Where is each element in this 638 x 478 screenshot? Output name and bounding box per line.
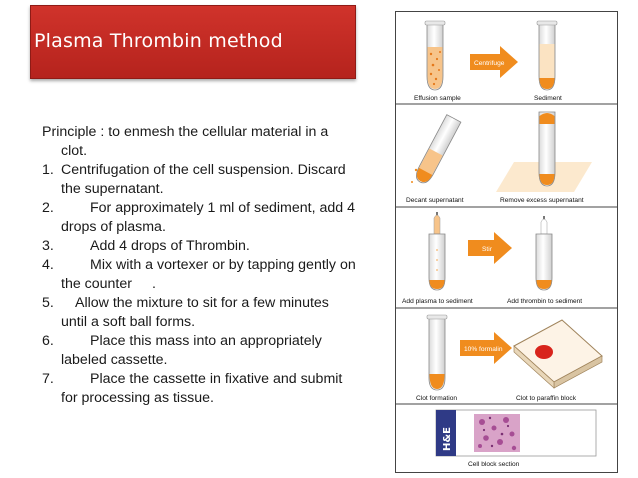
effusion-tube	[424, 20, 446, 91]
step-text: Place this mass into an appropriately	[90, 333, 322, 349]
paraffin-cassette	[513, 319, 603, 389]
step-number: 2.	[42, 200, 54, 216]
sediment-label: Sediment	[534, 95, 562, 102]
stir-arrow	[468, 232, 512, 264]
step-number: 5.	[42, 295, 54, 311]
step-5: 5. Allow the mixture to sit for a few min…	[42, 294, 372, 313]
title-banner	[30, 5, 356, 79]
stir-label: Stir	[482, 246, 493, 253]
clot-tube	[426, 314, 448, 391]
add-plasma-label: Add plasma to sediment	[402, 298, 473, 305]
remove-supernatant-scene	[496, 111, 592, 192]
procedure-text: Principle : to enmesh the cellular mater…	[42, 123, 372, 408]
step-number: 1.	[42, 162, 54, 178]
step-text: Allow the mixture to sit for a few minut…	[75, 295, 329, 311]
formalin-label: 10% formalin	[464, 346, 503, 353]
step-3: 3. Add 4 drops of Thrombin.	[42, 237, 372, 256]
centrifuge-label: Centrifuge	[474, 60, 505, 67]
step-text-tail: .	[152, 276, 156, 292]
step-1-cont: the supernatant.	[61, 181, 164, 197]
step-5-cont: until a soft ball forms.	[61, 314, 196, 330]
step-4: 4. Mix with a vortexer or by tapping gent…	[42, 256, 372, 275]
step-number: 7.	[42, 371, 54, 387]
he-label: H&E	[442, 427, 453, 451]
step-4-cont: the counter.	[42, 275, 372, 294]
effusion-sample-label: Effusion sample	[414, 95, 461, 102]
step-number: 4.	[42, 257, 54, 273]
plasma-tube	[428, 212, 446, 291]
decant-tube	[411, 114, 462, 184]
cell-block-diagram: Effusion sample Centrifuge Sediment Deca…	[396, 20, 617, 468]
panel-grid	[396, 103, 617, 405]
step-number: 6.	[42, 333, 54, 349]
decant-supernatant-label: Decant supernatant	[406, 197, 464, 204]
step-7: 7. Place the cassette in fixative and sub…	[42, 370, 372, 389]
clot-formation-label: Clot formation	[416, 395, 457, 402]
cell-block-figure: Effusion sample Centrifuge Sediment Deca…	[395, 11, 618, 473]
step-2-cont: drops of plasma.	[61, 219, 166, 235]
step-1: 1. Centrifugation of the cell suspension.…	[42, 161, 372, 180]
centrifuge-arrow	[470, 46, 518, 78]
step-text: Mix with a vortexer or by tapping gently…	[90, 257, 356, 273]
principle-line: Principle : to enmesh the cellular mater…	[42, 124, 329, 140]
formalin-arrow	[460, 332, 512, 364]
step-number: 3.	[42, 238, 54, 254]
thrombin-tube	[535, 216, 553, 291]
slide-title: Plasma Thrombin method	[34, 30, 283, 52]
step-text: the counter	[61, 276, 132, 292]
step-6-cont: labeled cassette.	[61, 352, 168, 368]
step-6: 6. Place this mass into an appropriately	[42, 332, 372, 351]
cell-block-section-label: Cell block section	[468, 461, 520, 468]
step-7-cont: for processing as tissue.	[61, 390, 214, 406]
he-slide	[435, 409, 597, 457]
principle-continuation: clot.	[61, 143, 88, 159]
step-2: 2. For approximately 1 ml of sediment, ad…	[42, 199, 372, 218]
clot-to-paraffin-label: Clot to paraffin block	[516, 395, 577, 402]
add-thrombin-label: Add thrombin to sediment	[507, 298, 582, 305]
step-text: Add 4 drops of Thrombin.	[90, 238, 250, 254]
step-text: For approximately 1 ml of sediment, add …	[90, 200, 355, 216]
step-text: Place the cassette in fixative and submi…	[90, 371, 343, 387]
sediment-tube	[536, 20, 558, 91]
step-text: Centrifugation of the cell suspension. D…	[61, 162, 346, 178]
remove-excess-supernatant-label: Remove excess supernatant	[500, 197, 584, 204]
